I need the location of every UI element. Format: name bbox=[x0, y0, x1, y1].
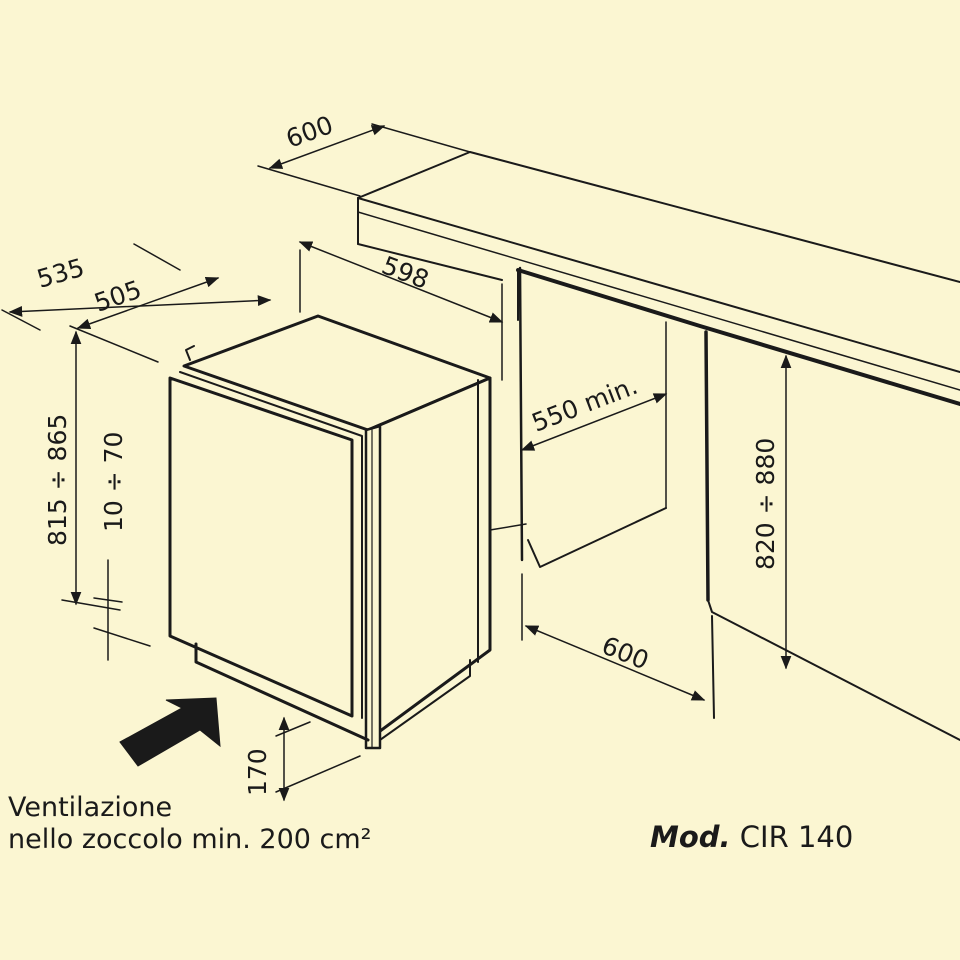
ventilation-caption: Ventilazione nello zoccolo min. 200 cm² bbox=[8, 792, 372, 856]
model-name: CIR 140 bbox=[739, 820, 854, 854]
label-600-bottom: 600 bbox=[598, 631, 653, 676]
dim-598 bbox=[298, 241, 504, 381]
model-label: Mod. CIR 140 bbox=[650, 820, 853, 854]
label-598: 598 bbox=[378, 251, 433, 295]
ventilation-arrow-icon bbox=[119, 697, 221, 767]
dim-815-865 bbox=[61, 330, 121, 611]
countertop bbox=[357, 151, 960, 391]
label-820-880: 820 ÷ 880 bbox=[751, 438, 780, 570]
dim-600-bottom bbox=[524, 625, 706, 701]
cabinet-opening bbox=[516, 266, 960, 741]
caption-line-2: nello zoccolo min. 200 cm² bbox=[8, 824, 372, 855]
dim-505 bbox=[69, 277, 220, 363]
label-170: 170 bbox=[243, 748, 272, 796]
dim-170 bbox=[275, 716, 361, 802]
dim-600-top bbox=[257, 123, 471, 197]
dim-10-70 bbox=[93, 559, 151, 661]
dim-550-min bbox=[520, 393, 668, 451]
label-550-min: 550 min. bbox=[528, 371, 642, 438]
caption-line-1: Ventilazione bbox=[8, 792, 173, 823]
refrigerator-body bbox=[168, 314, 527, 750]
label-815-865: 815 ÷ 865 bbox=[43, 414, 72, 546]
model-prefix: Mod. bbox=[650, 820, 731, 854]
label-535: 535 bbox=[34, 253, 88, 294]
label-10-70: 10 ÷ 70 bbox=[99, 432, 128, 532]
label-505: 505 bbox=[91, 275, 146, 318]
